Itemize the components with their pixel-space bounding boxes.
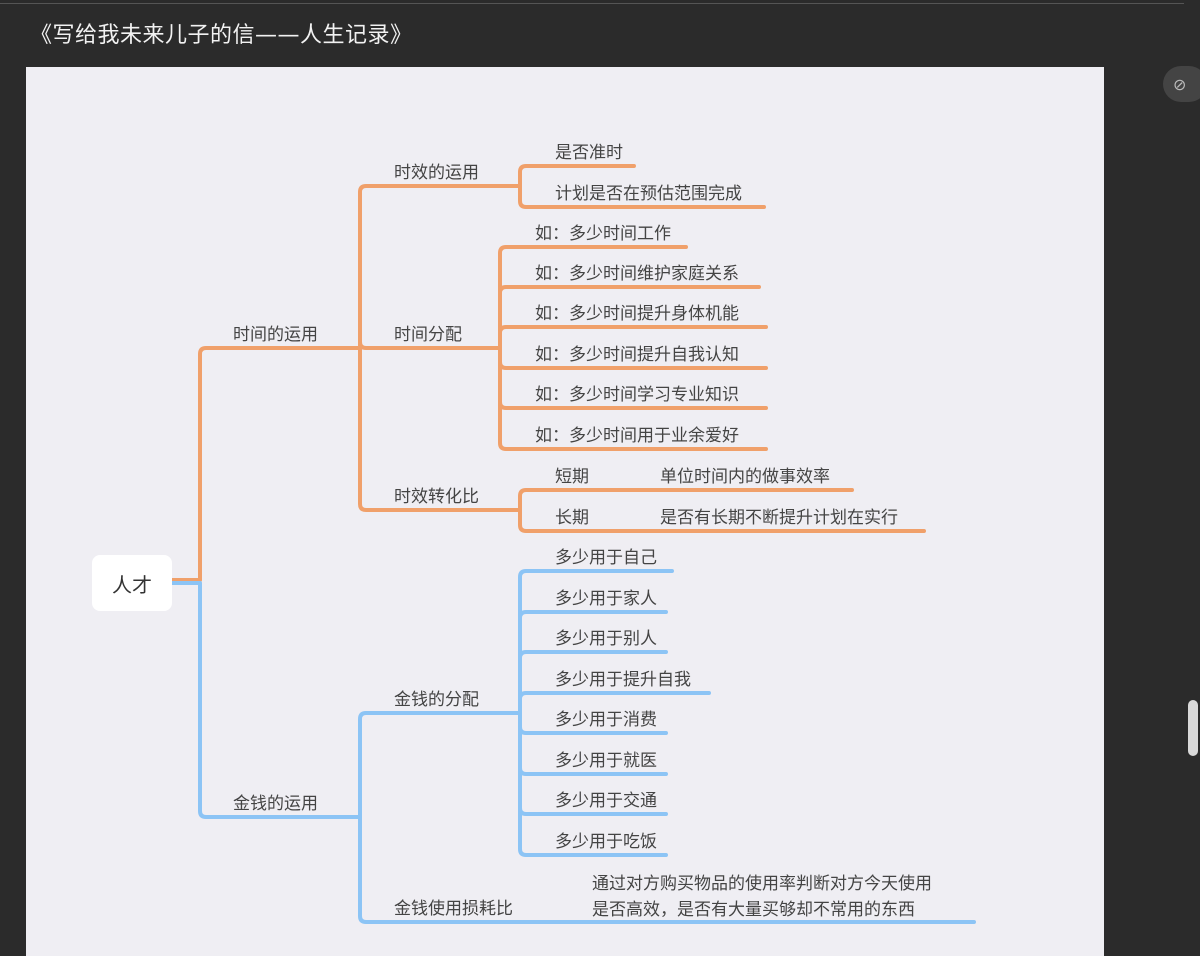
leaf-money-food[interactable]: 多少用于吃饭 <box>555 832 657 852</box>
node-money-loss[interactable]: 金钱使用损耗比 <box>394 899 513 919</box>
leaf-money-others[interactable]: 多少用于别人 <box>555 629 657 649</box>
leaf-punctual[interactable]: 是否准时 <box>555 143 623 163</box>
scrollbar[interactable] <box>1184 0 1200 956</box>
leaf-time-hobby[interactable]: 如：多少时间用于业余爱好 <box>535 426 739 446</box>
leaf-time-body[interactable]: 如：多少时间提升身体机能 <box>535 304 739 324</box>
leaf-money-medical[interactable]: 多少用于就医 <box>555 751 657 771</box>
mindmap-connectors <box>170 164 976 924</box>
connector-time-allocation <box>494 245 768 451</box>
node-time-conversion[interactable]: 时效转化比 <box>394 487 479 507</box>
node-money-allocation[interactable]: 金钱的分配 <box>394 690 479 710</box>
leaf-time-study[interactable]: 如：多少时间学习专业知识 <box>535 385 739 405</box>
leaf-money-self[interactable]: 多少用于自己 <box>555 548 657 568</box>
leaf-time-family[interactable]: 如：多少时间维护家庭关系 <box>535 264 739 284</box>
link-button[interactable]: ⊘ <box>1163 66 1200 102</box>
node-time-allocation[interactable]: 时间分配 <box>394 325 462 345</box>
connector-time-conversion <box>514 488 926 533</box>
connector-time-effect <box>514 164 766 209</box>
leaf-money-consume[interactable]: 多少用于消费 <box>555 710 657 730</box>
leaf-long-term[interactable]: 长期 <box>555 508 589 528</box>
leaf-plan-complete[interactable]: 计划是否在预估范围完成 <box>555 184 742 204</box>
leaf-short-term[interactable]: 短期 <box>555 467 589 487</box>
node-time-effect[interactable]: 时效的运用 <box>394 163 479 183</box>
branch-time-usage[interactable]: 时间的运用 <box>233 325 318 345</box>
leaf-money-transport[interactable]: 多少用于交通 <box>555 791 657 811</box>
connector-money-allocation <box>514 569 711 857</box>
link-icon: ⊘ <box>1173 75 1187 94</box>
page-title: 《写给我未来儿子的信——人生记录》 <box>30 23 413 48</box>
connector-time-sub <box>354 184 518 512</box>
mindmap-canvas[interactable]: 人才 时间的运用 时效的运用 是否准时 计划是否在预估范围完成 时间分配 如：多… <box>26 67 1104 956</box>
leaf-money-loss-line1[interactable]: 通过对方购买物品的使用率判断对方今天使用 <box>592 874 932 894</box>
root-node[interactable]: 人才 <box>92 555 172 611</box>
leaf-long-term-desc[interactable]: 是否有长期不断提升计划在实行 <box>660 508 898 528</box>
connector-money-sub <box>354 711 976 924</box>
connector-root-time <box>170 346 358 582</box>
scrollbar-thumb[interactable] <box>1188 700 1198 756</box>
leaf-short-term-desc[interactable]: 单位时间内的做事效率 <box>660 467 830 487</box>
top-divider <box>0 3 1184 4</box>
connector-root-money <box>170 581 358 819</box>
leaf-money-improve[interactable]: 多少用于提升自我 <box>555 670 691 690</box>
leaf-time-self[interactable]: 如：多少时间提升自我认知 <box>535 345 739 365</box>
leaf-time-work[interactable]: 如：多少时间工作 <box>535 224 671 244</box>
branch-money-usage[interactable]: 金钱的运用 <box>233 794 318 814</box>
leaf-money-loss-line2[interactable]: 是否高效，是否有大量买够却不常用的东西 <box>592 900 915 920</box>
leaf-money-family[interactable]: 多少用于家人 <box>555 589 657 609</box>
